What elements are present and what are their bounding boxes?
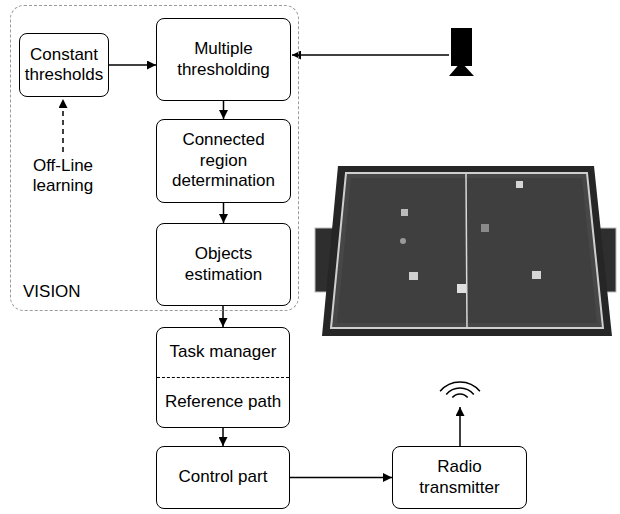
box-label: Multiple thresholding	[157, 19, 290, 100]
learning-link	[62, 99, 64, 152]
process-box: Multiple thresholding	[156, 18, 291, 101]
box-label: Task manager	[157, 328, 289, 377]
box-label: Radio transmitter	[393, 447, 526, 508]
flow-arrow	[223, 203, 225, 223]
camera-link	[292, 54, 449, 56]
flow-arrow	[222, 306, 224, 327]
process-box: Connected region determination	[156, 119, 291, 203]
process-box: Objects estimation	[156, 223, 291, 306]
flow-arrow	[109, 64, 156, 66]
process-box: Control part	[156, 446, 290, 509]
box-label: Objects estimation	[157, 224, 290, 305]
flow-arrow	[223, 101, 225, 119]
group-label: VISION	[23, 282, 81, 302]
box-label: Constant thresholds	[20, 34, 108, 96]
flow-arrow	[290, 477, 392, 479]
box-label: Reference path	[157, 377, 289, 427]
antenna-symbol	[440, 382, 480, 446]
flow-arrow	[222, 428, 224, 446]
field-photo	[315, 166, 616, 336]
task-box: Task managerReference path	[156, 327, 290, 428]
note-label: Off-Line learning	[14, 156, 112, 197]
box-label: Control part	[157, 447, 289, 508]
camera-icon	[449, 28, 474, 76]
process-box: Radio transmitter	[392, 446, 527, 509]
box-label: Connected region determination	[157, 120, 290, 202]
process-box: Constant thresholds	[19, 33, 109, 97]
